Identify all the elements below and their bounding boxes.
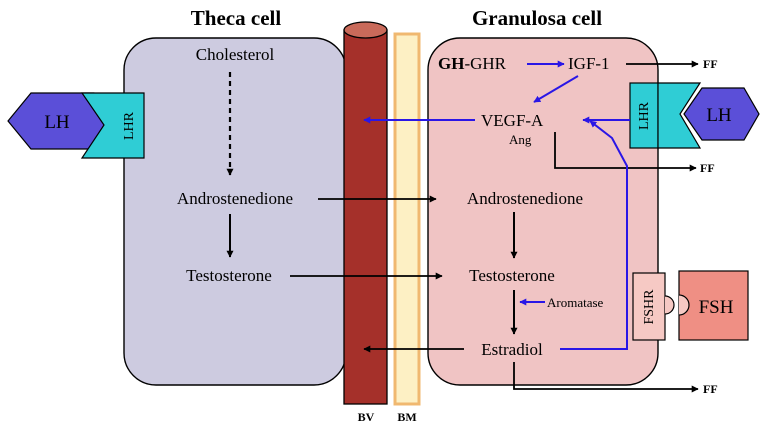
- aromatase-label: Aromatase: [547, 295, 604, 310]
- ff-label-3: FF: [703, 382, 718, 396]
- lhr-right-label: LHR: [637, 101, 652, 130]
- cholesterol-label: Cholesterol: [196, 45, 275, 64]
- granulosa-testosterone-label: Testosterone: [469, 266, 555, 285]
- vegf-to-ff-arrow: [554, 132, 697, 172]
- vegf-label: VEGF-A: [481, 111, 544, 130]
- theca-cell: [123, 37, 347, 386]
- lhr-left-receptor: [80, 92, 145, 159]
- fshr-socket: [664, 295, 675, 315]
- igf1-to-vegf-arrow: [533, 75, 579, 103]
- lh-right-shape: [683, 87, 760, 141]
- gh-text: GH: [438, 54, 464, 73]
- theca-androstenedione-label: Androstenedione: [177, 189, 293, 208]
- ghr-text: -GHR: [464, 54, 506, 73]
- granulosa-cell: [427, 37, 659, 386]
- fsh-shape: [678, 270, 749, 341]
- ff-label-2: FF: [700, 161, 715, 175]
- blood-vessel-top: [343, 21, 388, 39]
- blood-vessel: [343, 29, 388, 405]
- lh-right-label: LH: [706, 105, 732, 126]
- ff-label-1: FF: [703, 57, 718, 71]
- theca-testosterone-label: Testosterone: [186, 266, 272, 285]
- estradiol-to-ff-arrow: [513, 362, 699, 393]
- fsh-notch: [678, 294, 690, 316]
- fsh-signal-to-vegf-arrow: [560, 120, 628, 350]
- basement-membrane: [393, 32, 421, 406]
- gh-ghr-label: GH-GHR: [438, 54, 507, 73]
- lhr-left-label: LHR: [122, 111, 137, 140]
- granulosa-androstenedione-label: Androstenedione: [467, 189, 583, 208]
- fsh-label: FSH: [699, 297, 734, 318]
- igf1-label: IGF-1: [568, 54, 610, 73]
- ang-label: Ang: [509, 132, 532, 147]
- lhr-right-receptor-cup: [657, 82, 702, 149]
- fshr-label: FSHR: [642, 289, 657, 325]
- lhr-right-receptor-body: [629, 82, 659, 149]
- bv-label: BV: [358, 410, 375, 424]
- estradiol-label: Estradiol: [481, 340, 543, 359]
- granulosa-cell-heading: Granulosa cell: [472, 6, 602, 30]
- theca-cell-heading: Theca cell: [191, 6, 282, 30]
- lh-left-label: LH: [44, 112, 70, 133]
- bm-label: BM: [397, 410, 416, 424]
